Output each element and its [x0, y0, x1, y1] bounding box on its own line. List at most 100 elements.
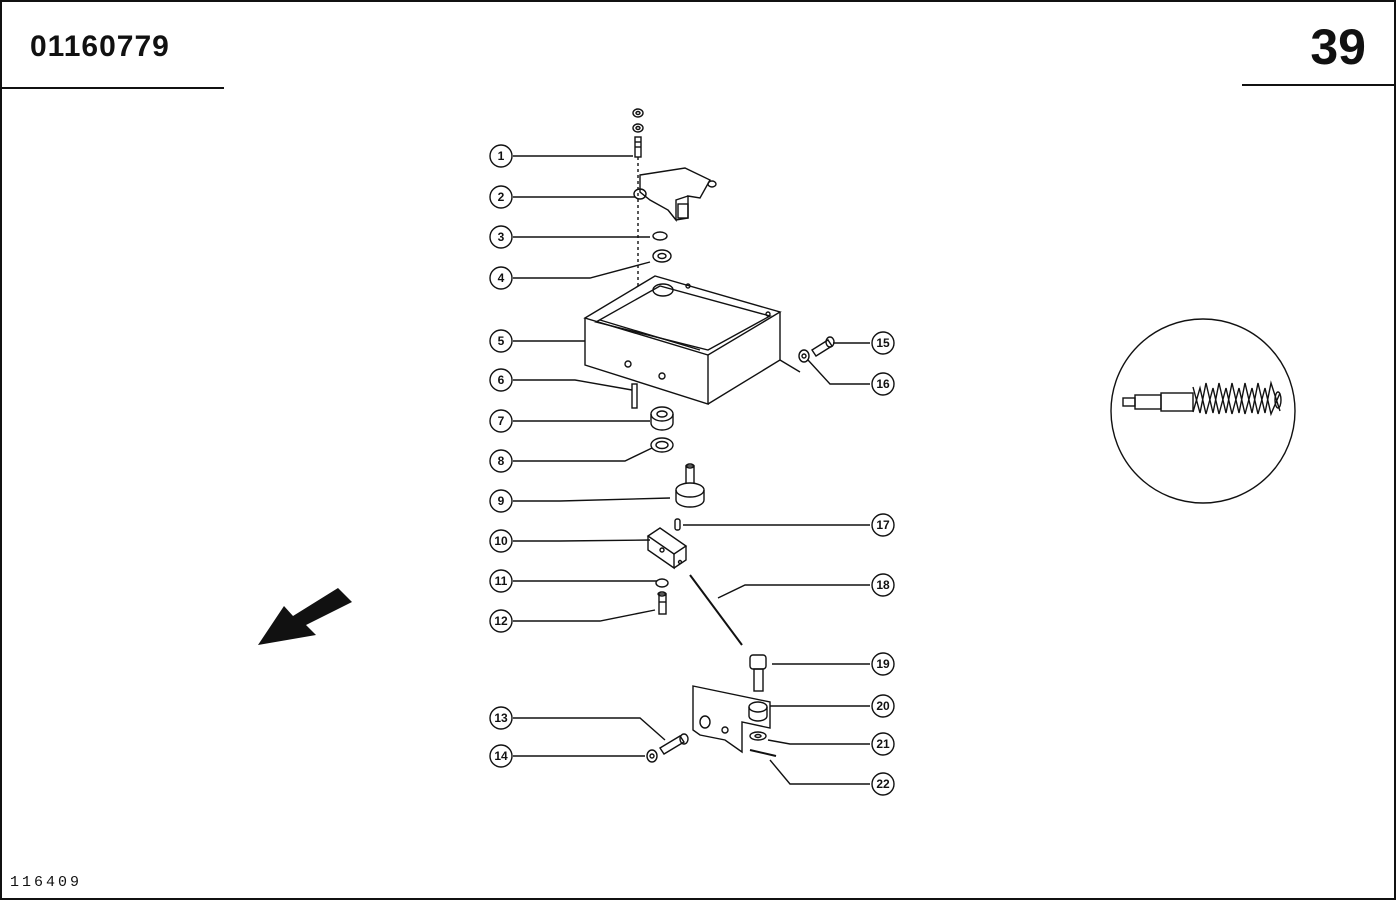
callout-circle [489, 529, 513, 553]
callout-11: 11 [489, 569, 513, 593]
part-bushing-20 [748, 701, 768, 722]
callout-label: 11 [495, 574, 508, 588]
callout-circle [489, 706, 513, 730]
header-rule-left [2, 87, 224, 89]
callout-circle [489, 449, 513, 473]
header-rule-right [1242, 84, 1394, 86]
callout-circle [871, 732, 895, 756]
callout-label: 10 [494, 534, 508, 548]
callout-label: 1 [498, 149, 505, 163]
callout-circle [489, 409, 513, 433]
callout-16: 16 [871, 372, 895, 396]
part-plate [692, 685, 771, 754]
callout-circle [871, 573, 895, 597]
callout-circle [871, 513, 895, 537]
callout-circle [489, 185, 513, 209]
callout-14: 14 [489, 744, 513, 768]
callout-circle [489, 329, 513, 353]
callout-label: 9 [498, 494, 505, 508]
callout-20: 20 [871, 694, 895, 718]
part-screw-12 [657, 591, 667, 615]
page-number: 39 [1310, 19, 1366, 75]
callout-label: 17 [876, 518, 890, 532]
part-washer-4 [652, 249, 672, 263]
part-washer-11 [655, 578, 669, 588]
callout-8: 8 [489, 449, 513, 473]
callout-4: 4 [489, 266, 513, 290]
callout-6: 6 [489, 368, 513, 392]
callout-circle [489, 489, 513, 513]
callout-label: 14 [494, 749, 508, 763]
part-nut-top [632, 108, 644, 118]
leader-lines [513, 155, 870, 785]
callout-label: 19 [876, 657, 890, 671]
part-block-10 [646, 527, 688, 570]
callout-label: 13 [494, 711, 508, 725]
callout-label: 12 [494, 614, 508, 628]
part-bracket-2 [633, 167, 717, 222]
callout-18: 18 [871, 573, 895, 597]
callout-label: 8 [498, 454, 505, 468]
callout-13: 13 [489, 706, 513, 730]
part-rod-18 [689, 574, 743, 646]
callout-circle [489, 569, 513, 593]
part-washer-21 [749, 731, 767, 741]
callout-circle [489, 368, 513, 392]
callout-circle [871, 772, 895, 796]
part-clip-22 [749, 749, 777, 757]
callout-7: 7 [489, 409, 513, 433]
part-housing-5 [583, 275, 801, 405]
part-screw-13 [659, 733, 689, 755]
callout-label: 18 [876, 578, 890, 592]
part-pin-17 [674, 518, 681, 531]
part-ring-3 [652, 231, 668, 241]
part-stud-9 [675, 463, 705, 508]
part-screw-19 [749, 654, 767, 692]
callout-label: 5 [498, 334, 505, 348]
callout-3: 3 [489, 225, 513, 249]
spring-detail-icon [1110, 318, 1296, 504]
callout-circle [489, 609, 513, 633]
callout-5: 5 [489, 329, 513, 353]
callout-label: 2 [498, 190, 505, 204]
callout-9: 9 [489, 489, 513, 513]
callout-label: 20 [876, 699, 890, 713]
callout-label: 3 [498, 230, 505, 244]
document-number: 01160779 [30, 30, 170, 63]
callout-1: 1 [489, 144, 513, 168]
callout-22: 22 [871, 772, 895, 796]
callout-circle [871, 372, 895, 396]
callout-19: 19 [871, 652, 895, 676]
callout-circle [489, 744, 513, 768]
part-ring-8 [650, 437, 674, 453]
callout-circle [871, 331, 895, 355]
callout-10: 10 [489, 529, 513, 553]
callout-circle [489, 266, 513, 290]
part-bearing-7 [650, 406, 674, 431]
callout-label: 15 [876, 336, 890, 350]
callout-circle [489, 144, 513, 168]
callout-label: 4 [498, 271, 505, 285]
callout-12: 12 [489, 609, 513, 633]
callout-label: 6 [498, 373, 505, 387]
callout-label: 16 [876, 377, 890, 391]
part-screw-15 [811, 336, 835, 357]
part-pin-6 [631, 383, 638, 409]
callout-label: 22 [876, 777, 890, 791]
part-washer-top [632, 123, 644, 133]
callout-circle [871, 694, 895, 718]
callout-15: 15 [871, 331, 895, 355]
callout-2: 2 [489, 185, 513, 209]
callout-circle [871, 652, 895, 676]
part-screw-1 [634, 136, 642, 158]
callout-21: 21 [871, 732, 895, 756]
reference-code: 116409 [10, 874, 83, 891]
callout-17: 17 [871, 513, 895, 537]
part-washer-16 [798, 349, 810, 363]
callout-label: 7 [498, 414, 505, 428]
part-washer-14 [646, 749, 658, 763]
callout-label: 21 [876, 737, 890, 751]
arrow-down-left-icon [258, 588, 352, 645]
callout-circle [489, 225, 513, 249]
